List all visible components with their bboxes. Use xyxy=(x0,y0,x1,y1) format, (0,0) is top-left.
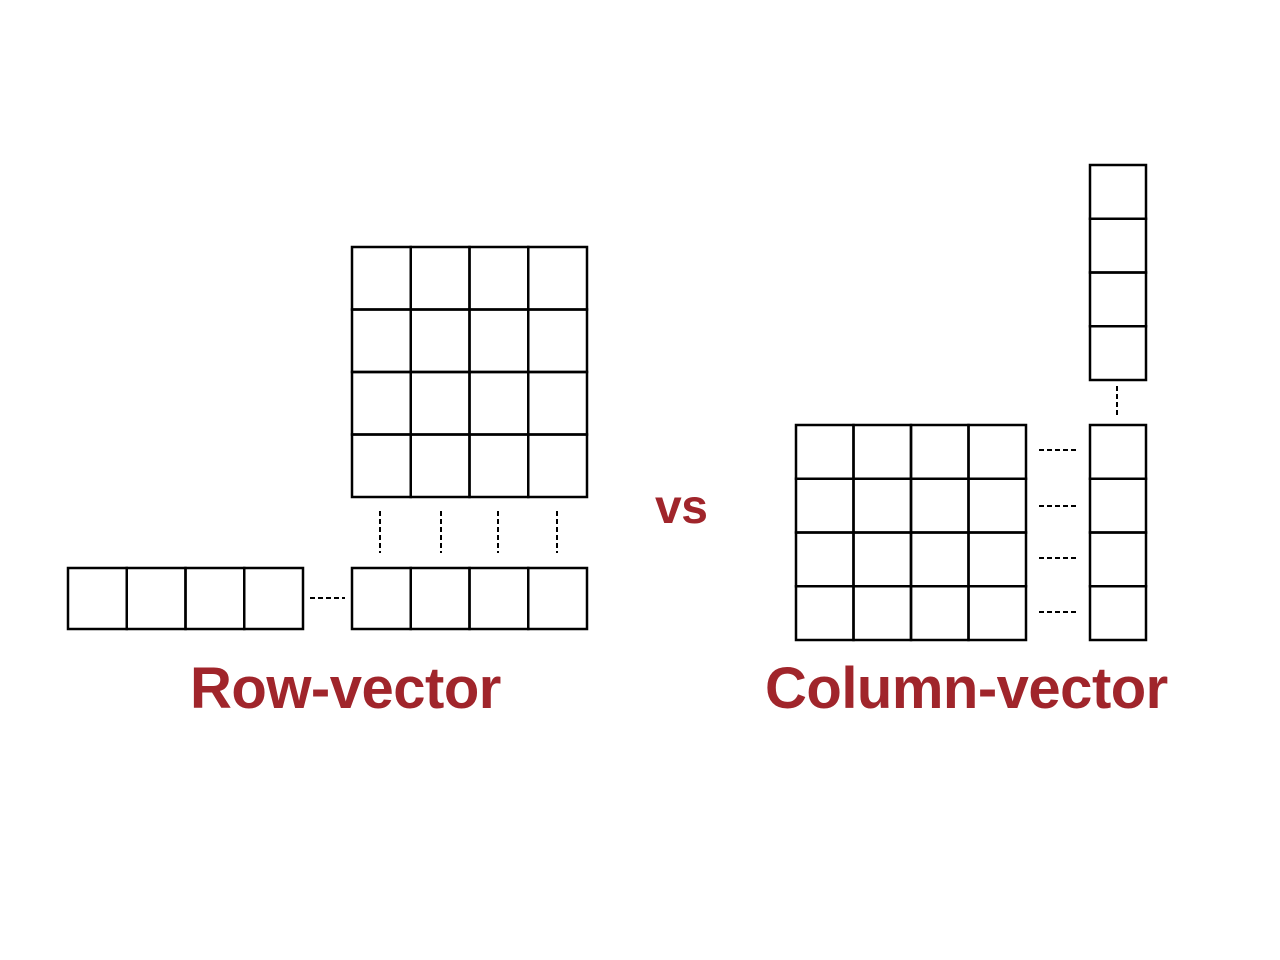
column-panel-matrix-cell xyxy=(794,585,855,642)
column-vector-label: Column-vector xyxy=(765,656,1168,721)
row-panel-matrix xyxy=(350,245,589,499)
row-panel-matrix-cell xyxy=(409,433,471,499)
column-panel-matrix-cell xyxy=(852,531,913,588)
row-panel-matrix-cell xyxy=(468,308,530,374)
column-panel-matrix-cell xyxy=(852,423,913,480)
row-panel-matrix-cell xyxy=(527,370,589,436)
column-panel-result-vector xyxy=(1088,423,1148,642)
row-panel-input-vector-cell xyxy=(243,566,305,631)
row-panel-matrix-cell xyxy=(468,433,530,499)
row-panel-result-vector-cell xyxy=(527,566,589,631)
row-panel-matrix-cell xyxy=(409,245,471,311)
row-panel-input-vector xyxy=(66,566,305,631)
row-panel-input-vector-cell xyxy=(125,566,187,631)
column-panel-matrix-cell xyxy=(967,477,1028,534)
column-panel-result-vector-cell xyxy=(1088,477,1148,534)
row-panel-matrix-cell xyxy=(409,370,471,436)
column-panel-input-vector-cell xyxy=(1088,163,1148,220)
row-panel-result-vector-cell xyxy=(350,566,412,631)
row-panel-matrix-cell xyxy=(468,245,530,311)
column-panel-input-vector-cell xyxy=(1088,217,1148,274)
row-vector-panel xyxy=(66,245,589,631)
column-panel-matrix-cell xyxy=(909,477,970,534)
row-panel-input-vector-cell xyxy=(184,566,246,631)
column-panel-matrix-cell xyxy=(852,477,913,534)
column-panel-matrix-cell xyxy=(909,531,970,588)
column-panel-matrix-cell xyxy=(794,531,855,588)
row-vector-label: Row-vector xyxy=(190,656,501,721)
column-panel-input-vector xyxy=(1088,163,1148,382)
row-panel-result-vector xyxy=(350,566,589,631)
column-panel-matrix-cell xyxy=(909,423,970,480)
row-panel-result-vector-cell xyxy=(409,566,471,631)
row-panel-matrix-cell xyxy=(350,370,412,436)
row-panel-input-vector-cell xyxy=(66,566,128,631)
row-panel-matrix-cell xyxy=(350,245,412,311)
column-panel-matrix-cell xyxy=(909,585,970,642)
column-vector-panel xyxy=(794,163,1148,642)
row-panel-matrix-cell xyxy=(468,370,530,436)
column-panel-matrix-cell xyxy=(967,531,1028,588)
row-panel-result-vector-cell xyxy=(468,566,530,631)
column-panel-matrix-cell xyxy=(967,585,1028,642)
column-panel-matrix-cell xyxy=(794,477,855,534)
column-panel-input-vector-cell xyxy=(1088,325,1148,382)
row-panel-matrix-cell xyxy=(527,308,589,374)
column-panel-matrix-cell xyxy=(794,423,855,480)
column-panel-result-vector-cell xyxy=(1088,531,1148,588)
column-panel-result-vector-cell xyxy=(1088,585,1148,642)
row-panel-matrix-cell xyxy=(350,308,412,374)
column-panel-matrix-cell xyxy=(967,423,1028,480)
column-panel-input-vector-cell xyxy=(1088,271,1148,328)
row-panel-matrix-cell xyxy=(527,245,589,311)
column-panel-matrix-cell xyxy=(852,585,913,642)
row-panel-matrix-cell xyxy=(527,433,589,499)
row-panel-matrix-cell xyxy=(409,308,471,374)
row-panel-matrix-cell xyxy=(350,433,412,499)
versus-label: vs xyxy=(655,481,708,534)
column-panel-matrix xyxy=(794,423,1028,642)
column-panel-result-vector-cell xyxy=(1088,423,1148,480)
